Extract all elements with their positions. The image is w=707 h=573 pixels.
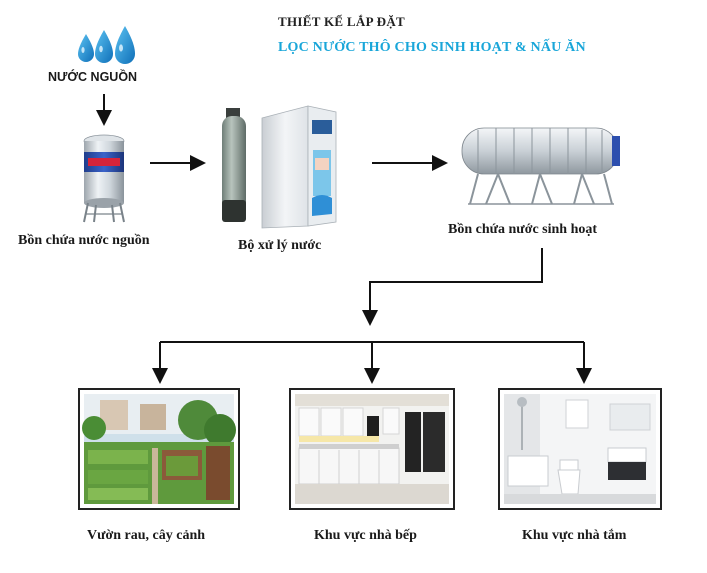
- distribution-arrows: [152, 248, 592, 384]
- kitchen-frame: [289, 388, 455, 510]
- source-water-label: NƯỚC NGUỒN: [48, 70, 138, 84]
- living-tank-label: Bồn chứa nước sinh hoạt: [448, 222, 598, 237]
- treatment-unit-label: Bộ xử lý nước: [238, 238, 322, 253]
- bathroom-label: Khu vực nhà tắm: [522, 528, 627, 543]
- bathroom-image: [504, 394, 656, 504]
- water-drops-icon: [78, 26, 135, 64]
- garden-label: Vườn rau, cây cảnh: [87, 528, 206, 543]
- garden-frame: [78, 388, 240, 510]
- source-tank-icon: [83, 134, 125, 223]
- kitchen-image: [295, 394, 449, 504]
- living-water-tank-icon: [461, 127, 620, 205]
- kitchen-label: Khu vực nhà bếp: [314, 528, 417, 543]
- diagram-subtitle: LỌC NƯỚC THÔ CHO SINH HOẠT & NẤU ĂN: [278, 40, 586, 55]
- source-tank-label: Bồn chứa nước nguồn: [18, 233, 150, 248]
- diagram-title: THIẾT KẾ LẮP ĐẶT: [278, 14, 406, 29]
- bathroom-frame: [498, 388, 662, 510]
- garden-image: [82, 394, 236, 504]
- water-treatment-unit-icon: [222, 105, 337, 229]
